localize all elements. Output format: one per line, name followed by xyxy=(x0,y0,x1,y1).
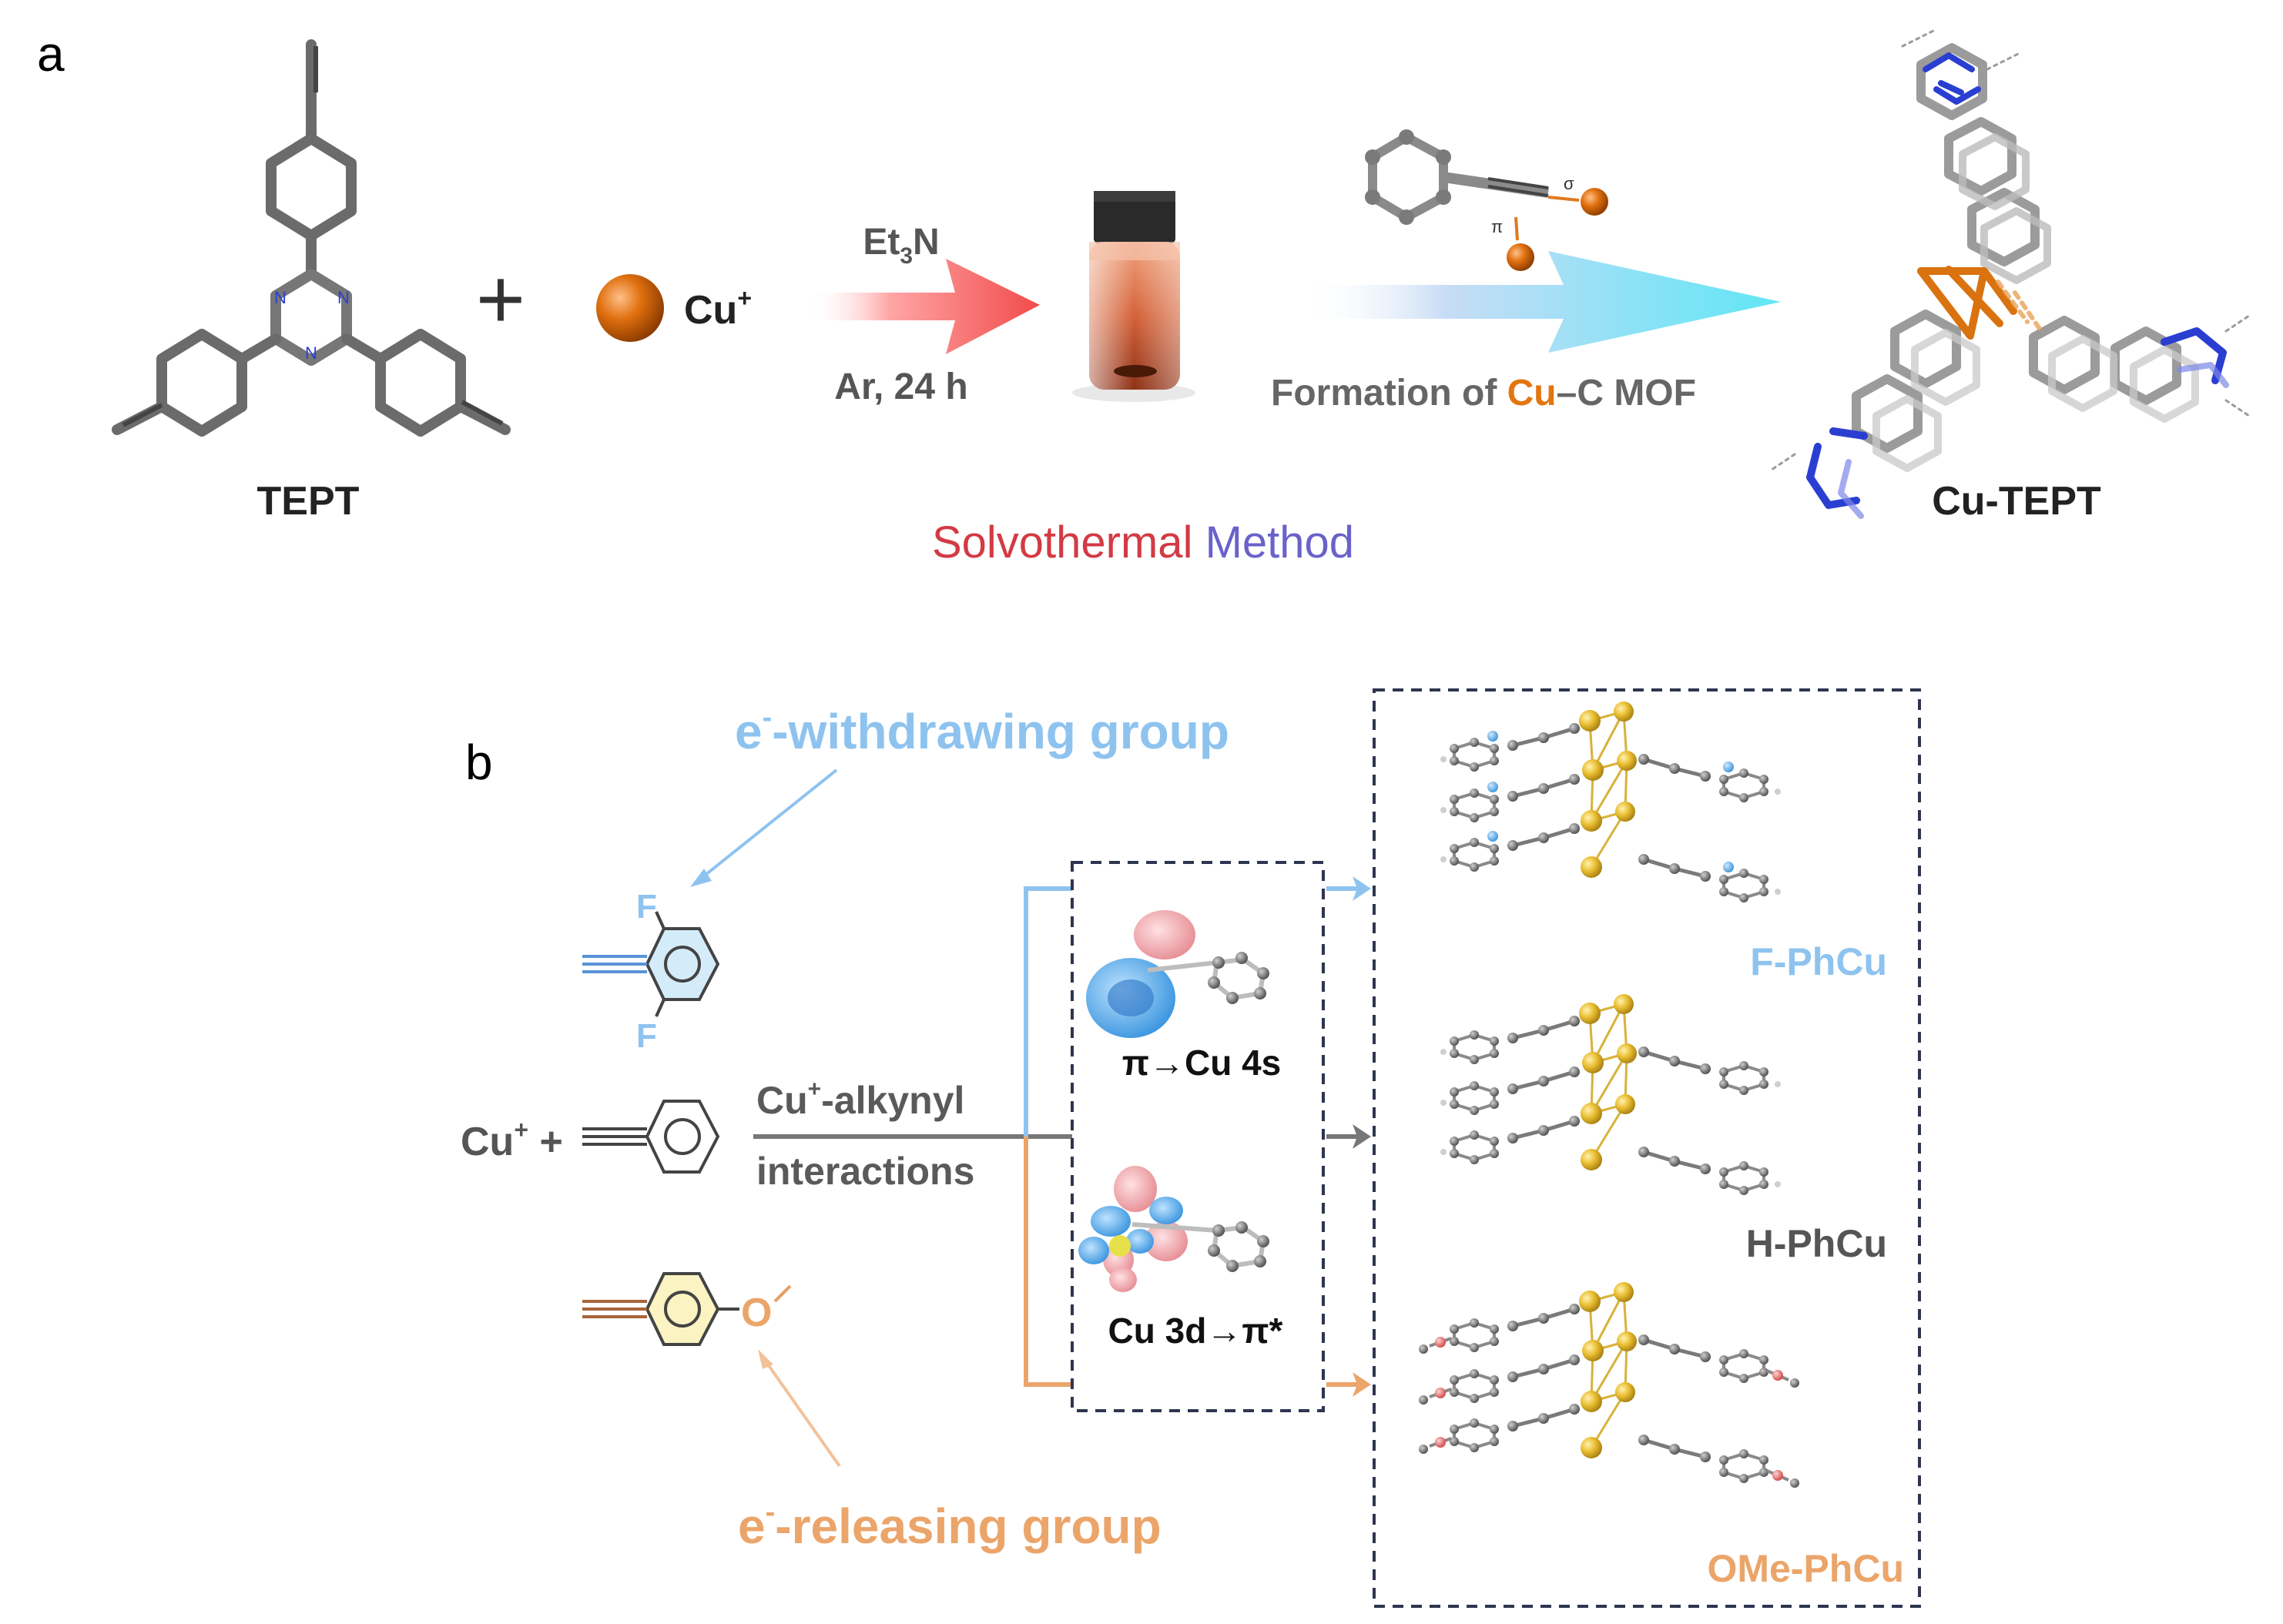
h-phcu-structure xyxy=(1440,994,1781,1195)
formation-label: Formation of Cu–C MOF xyxy=(1271,373,1696,414)
withdrawing-branch xyxy=(1024,886,1072,1137)
fluorine-bottom: F xyxy=(636,1017,657,1055)
method-label: Solvothermal Method xyxy=(932,517,1354,568)
panel-a: a N N N T xyxy=(37,26,2251,568)
withdrawing-group-label: e--withdrawing group xyxy=(735,702,1229,759)
product-ome-phcu-label: OMe-PhCu xyxy=(1707,1547,1904,1590)
pi-label: π xyxy=(1491,217,1503,236)
panel-b: b e--withdrawing group F F Cu+ + xyxy=(461,688,1921,1608)
cu-plus-reactant: Cu+ + xyxy=(461,1116,563,1164)
withdrawing-pointer xyxy=(696,768,838,882)
releasing-branch xyxy=(1024,1137,1072,1387)
products-box xyxy=(1373,688,1921,1608)
cu-alkyne-bonding-scheme: σ π xyxy=(1365,129,1608,271)
panel-a-label: a xyxy=(37,26,65,82)
f-phenyl-alkyne xyxy=(582,911,720,1017)
withdrawing-pointer-head xyxy=(690,869,712,887)
cu3d-to-pi-star-orbital xyxy=(1078,1166,1269,1292)
product-h-phcu-label: H-PhCu xyxy=(1746,1222,1887,1265)
arrow-to-h-phcu xyxy=(1326,1124,1371,1149)
product-label: Cu-TEPT xyxy=(1932,479,2101,524)
sigma-label: σ xyxy=(1564,174,1574,193)
reaction-vial xyxy=(1072,191,1195,402)
releasing-pointer-head xyxy=(758,1349,773,1369)
plus-sign: + xyxy=(476,252,525,347)
svg-text:N: N xyxy=(337,288,350,307)
tept-label: TEPT xyxy=(257,479,360,524)
ome-phenyl-alkyne xyxy=(582,1272,792,1346)
svg-text:N: N xyxy=(274,288,287,307)
svg-text:N: N xyxy=(305,343,317,363)
orbital-top-label: π→Cu 4s xyxy=(1122,1043,1281,1083)
reagent-et3n: Et3N xyxy=(863,222,939,269)
product-f-phcu-label: F-PhCu xyxy=(1750,940,1887,983)
tept-nitrogen-atoms: N N N xyxy=(274,288,350,363)
tept-alkyne-tips xyxy=(122,46,504,427)
fluorine-top: F xyxy=(636,888,657,926)
releasing-group-label: e--releasing group xyxy=(738,1496,1162,1554)
cu-tept-framework xyxy=(1770,29,2251,519)
ome-phcu-structure xyxy=(1419,1282,1799,1488)
reaction-arrow xyxy=(809,259,1040,354)
reagent-conditions: Ar, 24 h xyxy=(834,367,967,407)
pi-to-cu4s-orbital xyxy=(1086,910,1269,1038)
h-phenyl-alkyne xyxy=(582,1100,720,1174)
orbital-box xyxy=(1071,861,1325,1412)
tept-molecule xyxy=(112,39,511,437)
panel-b-label: b xyxy=(465,735,493,790)
releasing-pointer xyxy=(761,1355,841,1468)
f-phcu-structure xyxy=(1440,702,1781,902)
orbital-bottom-label: Cu 3d→π* xyxy=(1108,1311,1283,1351)
arrow-to-f-phcu xyxy=(1326,876,1371,901)
cu-ion-label: Cu+ xyxy=(684,284,752,333)
cu-ion-sphere xyxy=(596,274,664,342)
interaction-label-line1: Cu+-alkynyl xyxy=(756,1077,964,1122)
oxygen-label: O xyxy=(741,1291,772,1335)
formation-arrow xyxy=(1302,251,1781,353)
arrow-to-ome-phcu xyxy=(1326,1372,1371,1397)
interaction-label-line2: interactions xyxy=(756,1150,974,1193)
